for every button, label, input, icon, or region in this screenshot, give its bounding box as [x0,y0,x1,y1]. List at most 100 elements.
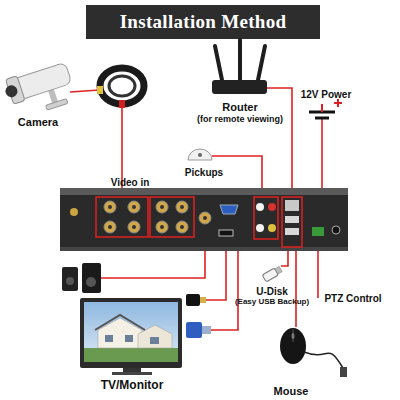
speaker-illustration [62,263,101,293]
device-label: PTZ Control [324,293,381,304]
camera-base [46,99,68,111]
dvr-body [60,188,348,250]
speaker-box [82,263,101,293]
ptz-terminal [312,227,324,236]
highlight-frame [282,197,302,247]
usb-disk-plug [275,266,282,274]
antenna [238,40,242,80]
dvr-top [60,188,348,195]
mouse-wheel [292,333,295,339]
bnc-pin [180,205,184,209]
power-jack [332,226,340,234]
battery-lead [321,104,323,112]
window [150,337,159,344]
highlight-frame [254,197,278,239]
coil-inner [109,76,135,96]
window [105,335,113,342]
device-label: Camera [18,116,58,128]
device-label: Router [222,101,257,113]
hdmi-plug [186,294,200,306]
bnc-port [156,201,168,213]
hdmi-port [219,230,233,236]
device-label: Mouse [274,385,309,397]
antenna [215,46,222,80]
mouse-body [280,328,306,364]
power-symbol [309,99,342,118]
window [125,335,133,342]
bnc-pin [160,205,164,209]
hdmi-tip [200,297,206,303]
pickup-dome [188,149,212,160]
bnc-pin [132,205,136,209]
usb-port [285,228,299,235]
speaker-cone [66,277,74,285]
bnc-pin [132,225,136,229]
speaker-cone [86,277,96,287]
rca-port [268,203,276,211]
highlight-frame [96,197,148,237]
bnc-pin [203,216,207,220]
rca-port [256,224,264,232]
bnc-port [156,221,168,233]
device-label: (for remote viewing) [197,115,283,125]
device-label: TV/Monitor [101,379,164,392]
camera-wire [70,90,100,92]
roof [95,315,145,330]
bnc-pin [160,225,164,229]
device-label: 12V Power [301,89,352,100]
coil-plug [97,86,103,94]
router-antennas [215,40,265,80]
lan-port [285,200,299,211]
mouse-button-split [293,329,294,342]
hdmi-cable [186,294,206,306]
bnc-ports [104,201,211,233]
coil-plug [119,100,125,108]
cable-coil [97,68,144,108]
mouse-illustration [280,328,347,377]
lawn [84,348,178,362]
device-label: Video in [111,177,150,188]
bnc-port [104,201,116,213]
camera-illustration [2,60,78,120]
antenna [258,46,265,80]
pickup-hole [198,153,202,157]
title-band [86,5,320,39]
monitor-screen [84,302,178,362]
mouse-cable [304,352,343,368]
speaker-box [62,267,78,291]
title-text: Installation Method [86,5,320,39]
bnc-port [199,212,211,224]
bnc-centres [108,205,207,229]
rca-port [256,203,264,211]
device-label: (Easy USB Backup) [235,298,309,307]
plus-sign [337,99,339,107]
router-body [212,80,267,94]
camera-lens [4,84,19,99]
bnc-port [128,221,140,233]
bnc-pin [108,225,112,229]
vga-plug [186,322,202,338]
bnc-pin [180,225,184,229]
usb-port [285,216,299,223]
monitor-illustration [80,298,182,375]
bnc-port [176,221,188,233]
router-wire [267,88,292,198]
pickup-illustration [188,149,212,160]
house [98,318,142,348]
monitor-foot [112,372,152,375]
dvr-bottom [60,247,348,251]
usb-plug [340,367,347,377]
device-label: Pickups [185,167,223,178]
vga-cable [186,322,211,338]
mouse-wire [295,247,297,327]
vga-port [220,205,238,214]
bnc-port [128,201,140,213]
monitor-bezel [80,298,182,368]
device-label: U-Disk [256,286,288,297]
dvr-recorder [60,188,348,251]
coil-ring [100,68,144,104]
bnc-port [176,201,188,213]
